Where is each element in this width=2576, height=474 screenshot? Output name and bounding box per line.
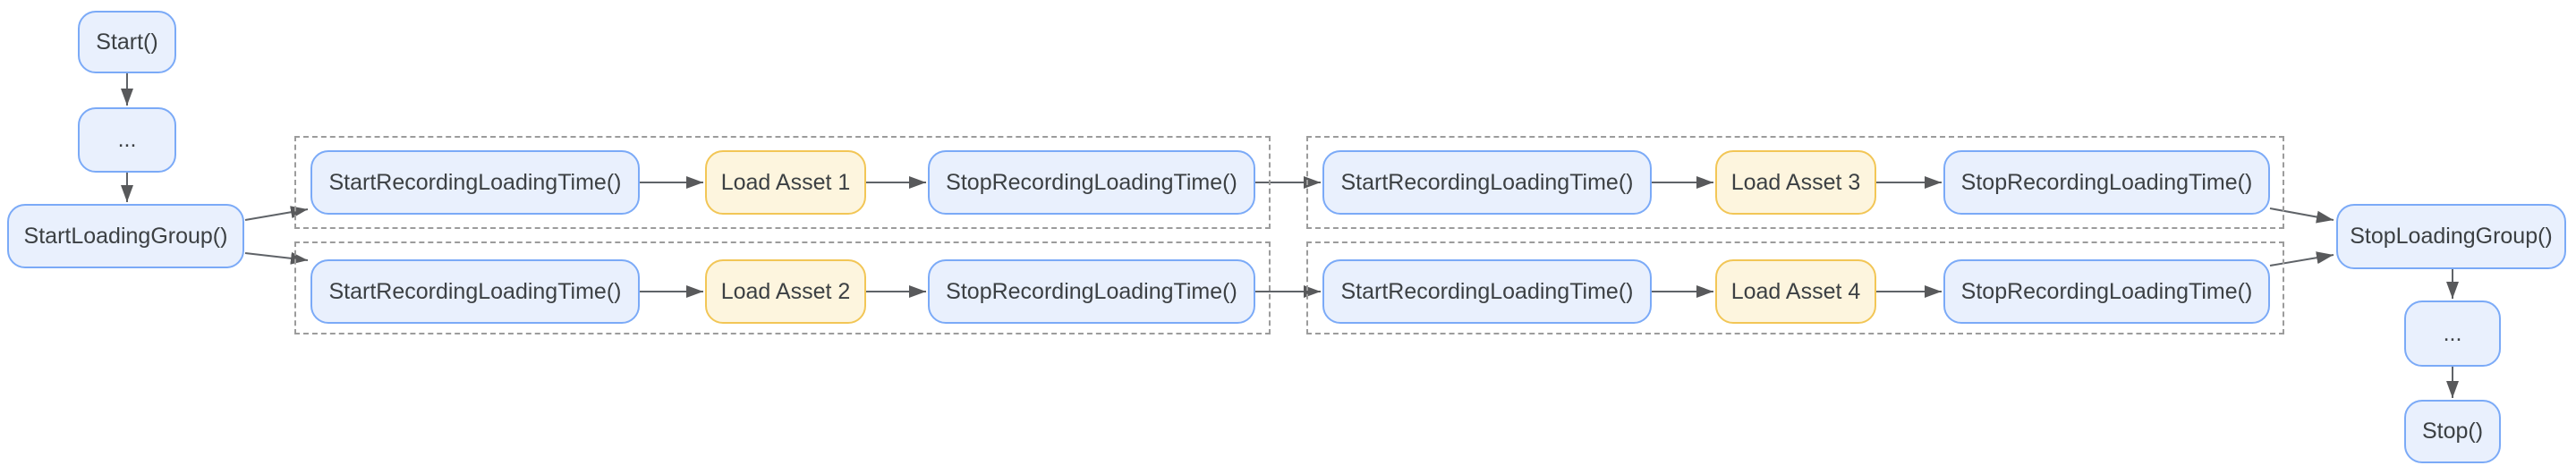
node-ellipsis-bottom: ... — [2404, 300, 2501, 367]
node-load-asset-1: Load Asset 1 — [705, 150, 866, 215]
node-start-loading-group: StartLoadingGroup() — [7, 204, 244, 268]
node-load-asset-2: Load Asset 2 — [705, 259, 866, 324]
node-load-asset-4: Load Asset 4 — [1715, 259, 1876, 324]
node-ellipsis-top: ... — [78, 107, 176, 173]
node-g2r2-stop-recording: StopRecordingLoadingTime() — [1943, 259, 2270, 324]
node-load-asset-3: Load Asset 3 — [1715, 150, 1876, 215]
node-g1r2-stop-recording: StopRecordingLoadingTime() — [928, 259, 1255, 324]
node-g1r2-start-recording: StartRecordingLoadingTime() — [310, 259, 640, 324]
node-g2r1-start-recording: StartRecordingLoadingTime() — [1322, 150, 1652, 215]
node-start: Start() — [78, 11, 176, 73]
node-stop: Stop() — [2404, 400, 2501, 463]
node-stop-loading-group: StopLoadingGroup() — [2336, 204, 2566, 269]
node-g1r1-stop-recording: StopRecordingLoadingTime() — [928, 150, 1255, 215]
node-g2r1-stop-recording: StopRecordingLoadingTime() — [1943, 150, 2270, 215]
loading-group1-lane2-frame — [294, 241, 1271, 334]
node-g2r2-start-recording: StartRecordingLoadingTime() — [1322, 259, 1652, 324]
node-g1r1-start-recording: StartRecordingLoadingTime() — [310, 150, 640, 215]
